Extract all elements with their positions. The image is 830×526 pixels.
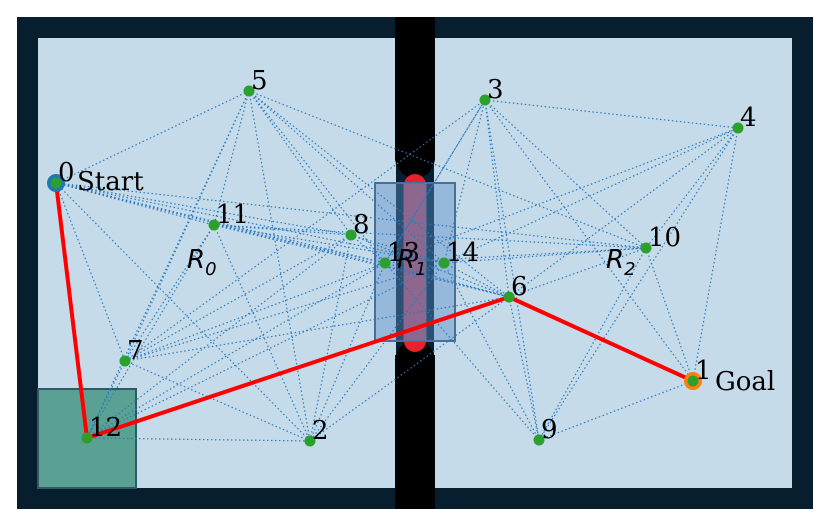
roadmap-edge [248,90,352,236]
roadmap-edge [384,262,510,298]
solution-path [54,182,694,440]
roadmap-edge [248,90,510,298]
roadmap-edge [124,224,215,362]
roadmap-node-14 [438,257,450,269]
roadmap-edge [350,234,510,298]
roadmap-edge [55,182,510,298]
roadmap-edge [538,380,694,441]
roadmap-node-0 [50,177,62,189]
roadmap-edge [213,224,352,236]
roadmap-edge [443,247,647,264]
region-r2-label: R2 [606,245,636,280]
node-label-7: 7 [127,336,144,366]
roadmap-edge [309,234,352,442]
node-label-6: 6 [511,272,528,302]
roadmap-edge [213,90,250,226]
region-r0-label: R0 [187,245,217,280]
roadmap-edge [538,127,739,441]
roadmap-edge [538,247,647,441]
node-label-4: 4 [740,103,757,133]
roadmap-node-12 [81,432,93,444]
solution-path-line [54,182,694,440]
node-label-1: 1 [695,356,712,386]
roadmap-edge [248,90,386,264]
node-label-3: 3 [487,75,504,105]
roadmap-node-6 [503,291,515,303]
roadmap-edge [484,99,739,129]
roadmap-edge [645,127,739,249]
roadmap-edge [350,234,386,264]
roadmap-edge [350,234,445,264]
roadmap-edge [384,127,739,264]
roadmap-node-8 [345,229,357,241]
node-label-0: 0 [58,158,75,188]
roadmap-edge [213,224,647,249]
roadmap-node-1 [687,375,699,387]
roadmap-edge [309,262,445,442]
region-r1-label: R1 [397,245,427,280]
roadmap-edge [484,99,647,249]
region-r1-inner [403,183,427,341]
roadmap-edge [309,296,510,442]
roadmap-edge [443,262,540,441]
roadmap-edge [124,296,510,362]
roadmap-node-2 [304,435,316,447]
roadmap-edge [248,90,647,249]
roadmap-edge [86,437,311,442]
node-label-14: 14 [446,238,479,268]
roadmap-edge [213,224,386,264]
roadmap-edge [86,262,386,439]
node-label-9: 9 [541,415,558,445]
roadmap-edge [384,262,540,441]
roadmap-edge [248,90,445,264]
roadmap-edge [55,182,215,226]
roadmap-edge [124,234,352,362]
roadmap-edge [508,127,739,298]
roadmap-edge [484,99,510,298]
goal-label: Goal [715,367,775,397]
node-label-8: 8 [353,210,370,240]
roadmap-node-10 [640,242,652,254]
roadmap-edge [443,99,486,264]
roadmap-node-5 [243,85,255,97]
node-label-13: 13 [387,238,420,268]
roadmap-edge [508,296,540,441]
roadmap-edge [213,224,445,264]
roadmap-node-9 [533,434,545,446]
node-label-2: 2 [312,416,329,446]
roadmap-edge [484,99,540,441]
right-room [434,38,792,488]
roadmap-edge [508,247,647,298]
roadmap-node-7 [119,355,131,367]
roadmap-edge [124,90,250,362]
roadmap-node-13 [379,257,391,269]
roadmap-edges [55,90,739,442]
roadmap-node-4 [732,122,744,134]
node-label-11: 11 [216,200,249,230]
node-label-5: 5 [251,66,268,96]
start-label: Start [77,167,144,197]
roadmap-edge [248,90,311,442]
roadmap-edge [692,127,739,382]
roadmap-node-3 [479,94,491,106]
roadmap-edge [213,224,311,442]
node-label-10: 10 [648,223,681,253]
roadmap-edge [55,182,647,249]
node-label-12: 12 [89,413,122,443]
roadmap-node-11 [208,219,220,231]
roadmap-edge [86,224,215,439]
roadmap-edge [124,360,311,442]
roadmap-edge [55,182,311,442]
roadmap-edge [443,262,510,298]
roadmap-edge [213,224,510,298]
